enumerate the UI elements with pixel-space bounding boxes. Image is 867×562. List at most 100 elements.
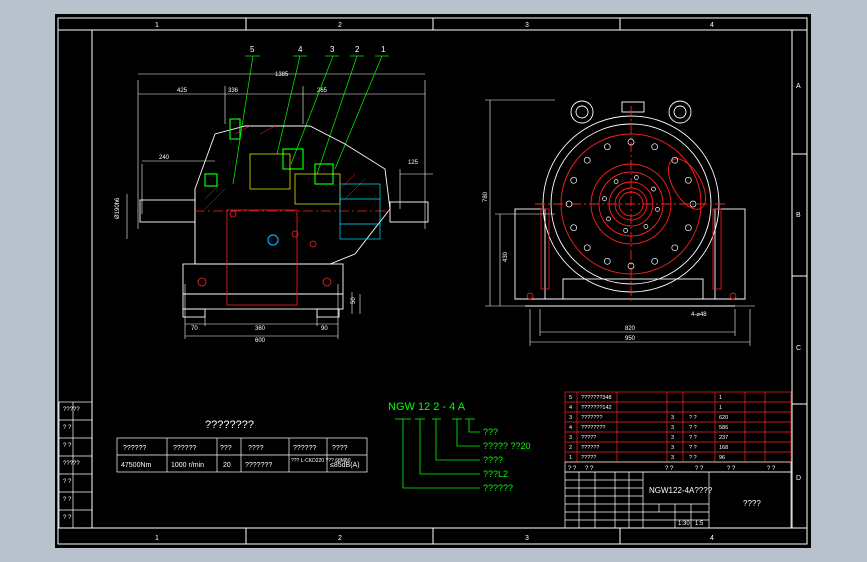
parts-cell-no: 3 (569, 435, 572, 441)
drawing-sheet: 1 2 3 4 1 2 3 4 A B C D (55, 14, 811, 548)
side-label-0: ????? (63, 407, 80, 413)
dim-90: 90 (321, 326, 328, 332)
bolt-hole (684, 224, 692, 232)
drawing-scale: 1:30 (678, 521, 690, 527)
dim-holes: 4-⌀48 (691, 312, 707, 318)
zone-top-1: 1 (155, 22, 159, 29)
bolt-hole (603, 257, 611, 265)
drawing-sheet-no: 1:5 (695, 521, 704, 527)
side-label-6: ? ? (63, 515, 72, 521)
parts-cell-mat: ? ? (689, 415, 697, 421)
parts-cell-name: ??????? (581, 415, 602, 421)
bolt-hole (651, 143, 659, 151)
parts-cell-val: 620 (719, 415, 728, 421)
model-code: NGW 12 2 - 4 A ??? ????? ??20 ???? ???L2… (388, 401, 531, 493)
side-view: 780 430 820 950 4-⌀48 (483, 99, 755, 346)
zone-bottom-3: 3 (525, 535, 529, 542)
title-block: NGW122-4A???? ???? 1:30 1:5 (564, 471, 792, 529)
front-view: 1385 425 336 265 240 125 Ø190h6 70 360 6… (115, 45, 433, 344)
company-name: ???? (743, 499, 761, 508)
bolt-hole (651, 257, 659, 265)
bolt-hole (627, 262, 635, 270)
bolt-circle (565, 138, 697, 270)
dim-425: 425 (177, 88, 188, 94)
parts-cell-qty: 3 (671, 445, 674, 451)
bolt-hole (565, 200, 573, 208)
dim-780: 780 (483, 191, 489, 202)
inner-bolt-hole (602, 196, 607, 201)
parts-cell-val: 168 (719, 445, 728, 451)
zone-top-3: 3 (525, 22, 529, 29)
parts-cell-qty: 3 (671, 435, 674, 441)
side-label-block: ????? ? ? ? ? ????? ? ? ? ? ? ? (58, 401, 93, 529)
spec-value-ratio: 20 (223, 462, 231, 469)
side-label-5: ? ? (63, 497, 72, 503)
model-label-3: ???L2 (483, 469, 508, 479)
zone-bottom-4: 4 (710, 535, 714, 542)
parts-header-3: ? ? (695, 466, 704, 472)
dim-600: 600 (255, 338, 266, 344)
part-number-5: 5 (250, 45, 255, 54)
part-number-3: 3 (330, 45, 335, 54)
inner-bolt-hole (613, 179, 619, 184)
cad-drawing: 1 2 3 4 1 2 3 4 A B C D (57, 17, 808, 545)
bolt-hole (684, 176, 692, 184)
dim-265: 265 (317, 88, 328, 94)
zone-top-2: 2 (338, 22, 342, 29)
parts-cell-no: 3 (569, 415, 572, 421)
dim-950: 950 (625, 336, 636, 342)
zone-top-4: 4 (710, 22, 714, 29)
tech-req-title: ???????? (205, 419, 254, 431)
dim-125: 125 (408, 160, 419, 166)
model-code-text: NGW 12 2 - 4 A (388, 401, 466, 413)
part-number-4: 4 (298, 45, 303, 54)
inner-bolt-hole (643, 224, 649, 229)
spec-header-3: ???? (248, 445, 264, 452)
spec-value-oil: ??? L-CKD220 ??? 68M80 (291, 458, 351, 464)
dim-shaft-dia: Ø190h6 (115, 197, 121, 219)
parts-cell-name: ?????? (581, 445, 599, 451)
inner-bolt-hole (651, 186, 656, 192)
model-label-4: ?????? (483, 483, 513, 493)
parts-cell-no: 5 (569, 395, 572, 401)
parts-cell-val: 237 (719, 435, 728, 441)
spec-value-speed: 1000 r/min (171, 462, 204, 469)
parts-cell-qty: 3 (671, 415, 674, 421)
dim-50: 50 (351, 297, 357, 304)
model-label-1: ????? ??20 (483, 441, 531, 451)
parts-cell-mat: ? ? (689, 425, 697, 431)
part-number-1: 1 (381, 45, 386, 54)
spec-header-2: ??? (220, 445, 232, 452)
bolt-hole (583, 244, 591, 252)
zone-right-b: B (796, 212, 801, 219)
zone-right-a: A (796, 83, 801, 90)
side-label-3: ????? (63, 461, 80, 467)
inner-bolt-hole (634, 175, 639, 180)
zone-bottom-1: 1 (155, 535, 159, 542)
spec-value-noise: ≤85dB(A) (330, 462, 360, 469)
spec-value-cooling: ??????? (245, 462, 272, 469)
bolt-hole (671, 156, 679, 164)
parts-cell-val: 96 (719, 455, 725, 461)
part-number-2: 2 (355, 45, 360, 54)
spec-header-1: ?????? (173, 445, 196, 452)
dim-336: 336 (228, 88, 239, 94)
parts-cell-val: 1 (719, 395, 722, 401)
parts-cell-name: ????? (581, 435, 596, 441)
inner-bolt-hole (655, 207, 660, 212)
parts-cell-no: 4 (569, 405, 572, 411)
dim-240: 240 (159, 155, 170, 161)
bolt-hole (627, 138, 635, 146)
parts-header-5: ? ? (767, 466, 776, 472)
dim-820: 820 (625, 326, 636, 332)
parts-cell-mat: ? ? (689, 435, 697, 441)
side-label-4: ? ? (63, 479, 72, 485)
parts-cell-name: ????? (581, 455, 596, 461)
zone-bottom-2: 2 (338, 535, 342, 542)
dim-360: 360 (255, 326, 266, 332)
model-label-2: ???? (483, 455, 503, 465)
dim-430: 430 (503, 251, 509, 262)
bolt-hole (603, 143, 611, 151)
bolt-hole (671, 244, 679, 252)
